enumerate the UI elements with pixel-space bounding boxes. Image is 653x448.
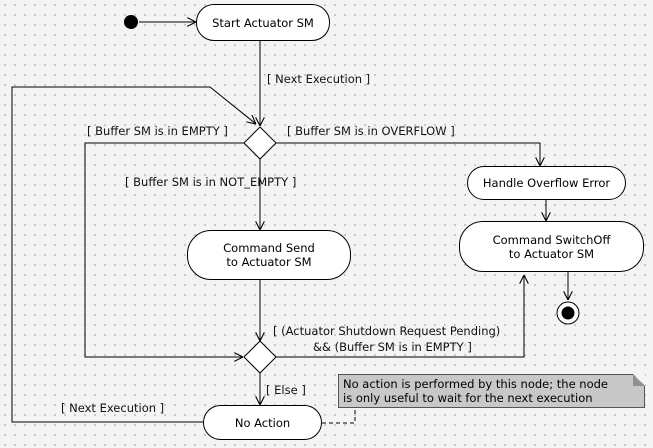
action-command-switchoff[interactable]: Command SwitchOff to Actuator SM bbox=[459, 221, 644, 272]
action-handle-overflow-error[interactable]: Handle Overflow Error bbox=[467, 166, 626, 200]
guard-else: [ Else ] bbox=[266, 383, 306, 397]
guard-shutdown-line2: && (Buffer SM is in EMPTY ] bbox=[313, 340, 472, 354]
action-label: Start Actuator SM bbox=[212, 15, 314, 30]
guard-buffer-overflow: [ Buffer SM is in OVERFLOW ] bbox=[287, 124, 455, 138]
note-line-2: is only useful to wait for the next exec… bbox=[343, 391, 593, 405]
decision-node-bottom bbox=[243, 340, 277, 374]
edge-overflow-branch bbox=[275, 142, 540, 166]
guard-buffer-empty: [ Buffer SM is in EMPTY ] bbox=[87, 124, 228, 138]
action-start-actuator-sm[interactable]: Start Actuator SM bbox=[196, 4, 330, 41]
initial-node bbox=[124, 15, 138, 29]
note-fold-corner bbox=[633, 374, 645, 386]
note-anchor-line bbox=[322, 407, 356, 424]
final-node-core bbox=[561, 306, 575, 320]
guard-next-execution-bottom: [ Next Execution ] bbox=[61, 401, 165, 415]
guard-buffer-not-empty: [ Buffer SM is in NOT_EMPTY ] bbox=[125, 175, 297, 189]
guard-shutdown-line1: [ (Actuator Shutdown Request Pending) bbox=[273, 324, 501, 338]
decision-node-top bbox=[243, 126, 277, 160]
edge-shutdown-branch bbox=[275, 275, 524, 358]
guard-next-execution-top: [ Next Execution ] bbox=[267, 72, 371, 86]
action-command-send[interactable]: Command Send to Actuator SM bbox=[187, 230, 351, 280]
action-label: Command Send to Actuator SM bbox=[223, 241, 315, 269]
action-label: Handle Overflow Error bbox=[482, 176, 611, 190]
edge-loop-back bbox=[11, 86, 256, 423]
action-label: No Action bbox=[234, 415, 291, 430]
action-no-action[interactable]: No Action bbox=[203, 405, 322, 440]
edge-empty-branch bbox=[84, 142, 245, 357]
note-line-1: No action is performed by this node; the… bbox=[343, 377, 608, 391]
action-label: Command SwitchOff to Actuator SM bbox=[492, 232, 611, 261]
comment-note: No action is performed by this node; the… bbox=[338, 374, 645, 408]
